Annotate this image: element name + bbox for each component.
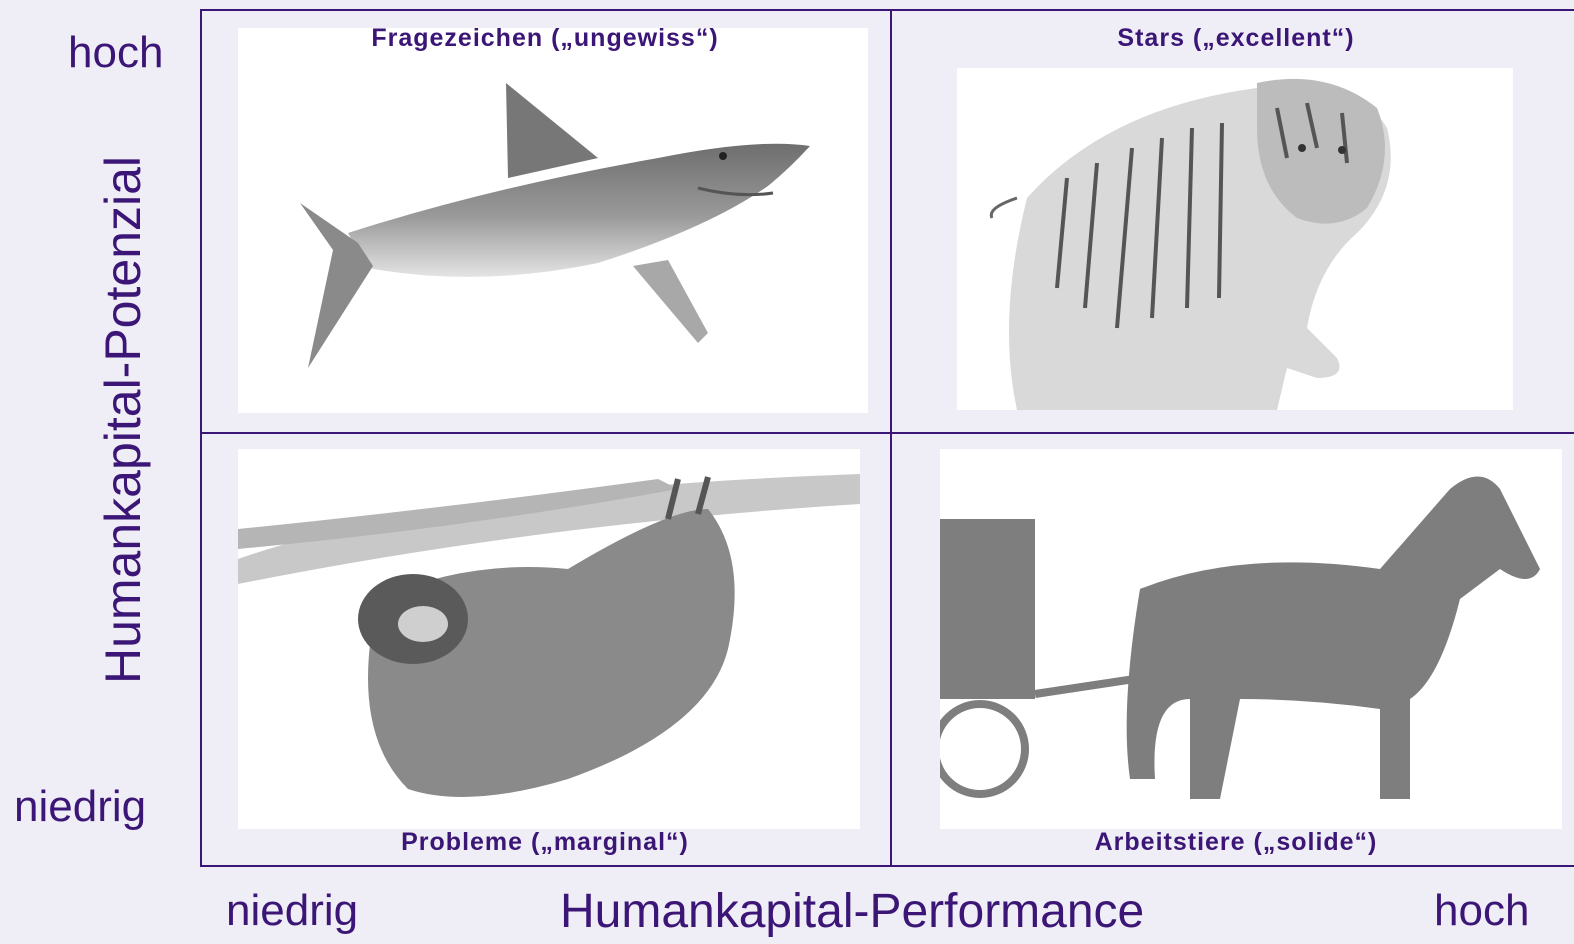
- quadrant-label-bottom-right: Arbeitstiere („solide“): [1095, 828, 1378, 857]
- quadrant-label-top-right: Stars („excellent“): [1117, 24, 1354, 53]
- matrix-horizontal-divider: [200, 432, 1574, 434]
- shark-photo: [238, 28, 868, 413]
- sloth-photo: [238, 449, 860, 829]
- x-axis-title: Humankapital-Performance: [560, 884, 1144, 939]
- x-axis-high-label: hoch: [1434, 886, 1529, 936]
- tiger-photo: [957, 68, 1513, 410]
- x-axis-low-label: niedrig: [226, 886, 358, 936]
- matrix-vertical-divider: [890, 9, 892, 867]
- horse-carriage-photo: [940, 449, 1562, 829]
- quadrant-label-top-left: Fragezeichen („ungewiss“): [371, 24, 718, 53]
- y-axis-high-label: hoch: [68, 28, 163, 78]
- quadrant-label-bottom-left: Probleme („marginal“): [401, 828, 689, 857]
- y-axis-title: Humankapital-Potenzial: [94, 156, 152, 684]
- y-axis-low-label: niedrig: [14, 782, 146, 832]
